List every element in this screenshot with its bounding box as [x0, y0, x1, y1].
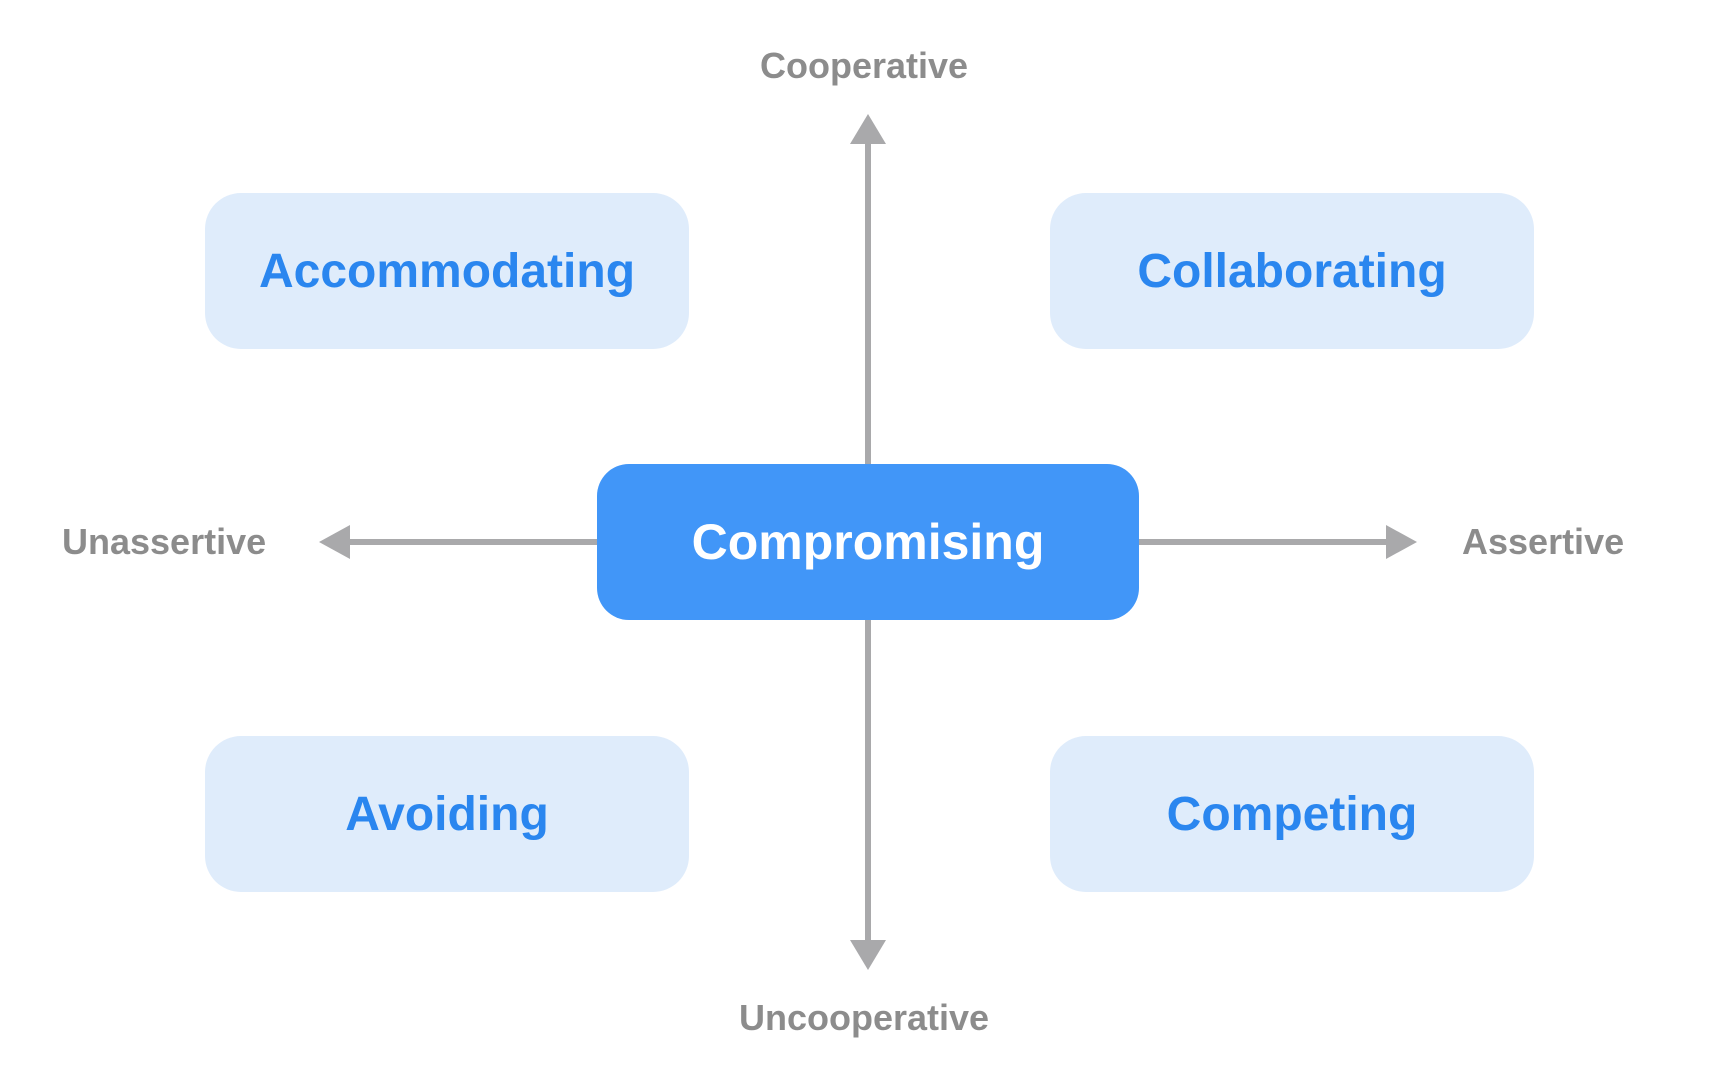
quadrant-avoiding: Avoiding: [205, 736, 689, 892]
quadrant-label: Collaborating: [1137, 244, 1447, 298]
axis-label-assertive: Assertive: [1462, 521, 1625, 562]
axis-label-uncooperative: Uncooperative: [738, 997, 990, 1038]
quadrant-collaborating: Collaborating: [1050, 193, 1534, 349]
axis-label-cooperative: Cooperative: [759, 45, 969, 86]
center-compromising: Compromising: [597, 464, 1139, 620]
quadrant-competing: Competing: [1050, 736, 1534, 892]
arrow-up-icon: [850, 114, 886, 144]
arrow-down-icon: [850, 940, 886, 970]
quadrant-label: Competing: [1166, 787, 1418, 841]
quadrant-label: Avoiding: [345, 787, 549, 841]
center-label: Compromising: [691, 514, 1045, 570]
arrow-left-icon: [319, 525, 350, 559]
axis-label-unassertive: Unassertive: [62, 521, 267, 562]
quadrant-label: Accommodating: [258, 244, 636, 298]
arrow-right-icon: [1386, 525, 1417, 559]
quadrant-accommodating: Accommodating: [205, 193, 689, 349]
